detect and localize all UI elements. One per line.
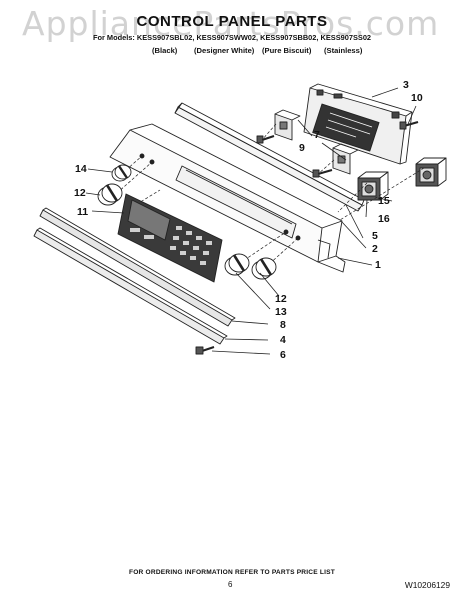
diagram-title: CONTROL PANEL PARTS — [136, 13, 328, 30]
callout-5: 5 — [372, 230, 378, 242]
finish-stainless: (Stainless) — [324, 46, 363, 55]
rear-rail — [174, 102, 365, 212]
callout-3: 3 — [403, 79, 409, 91]
document-id: W10206129 — [404, 580, 450, 590]
infinite-switch-right — [415, 157, 447, 187]
callout-12-lower: 12 — [275, 293, 287, 305]
callout-8: 8 — [280, 319, 286, 331]
electronic-control-board — [303, 83, 413, 165]
callout-13: 13 — [275, 306, 287, 318]
bracket-7-left — [274, 109, 301, 141]
knob-12-lower-right — [251, 257, 277, 280]
model-list: For Models: KESS907SBL02, KESS907SWW02, … — [92, 33, 372, 42]
callout-9: 9 — [299, 142, 305, 154]
screw-6 — [195, 346, 215, 355]
trim-strip-4 — [33, 227, 228, 345]
finish-pure-biscuit: (Pure Biscuit) — [262, 46, 312, 55]
trim-strip-8 — [39, 207, 236, 327]
control-panel — [109, 123, 346, 273]
callout-12-upper: 12 — [74, 187, 86, 199]
knob-12-upper — [97, 183, 123, 206]
callout-leader-lines — [85, 87, 417, 355]
knob-12-lower-left — [224, 253, 250, 276]
finish-black: (Black) — [152, 46, 178, 55]
callout-4: 4 — [280, 334, 286, 346]
screw-10 — [399, 120, 419, 130]
callout-11: 11 — [77, 206, 89, 218]
callout-1: 1 — [375, 259, 381, 271]
callout-16: 16 — [378, 213, 390, 225]
screw-9-right — [312, 169, 333, 178]
callout-15: 15 — [378, 195, 390, 207]
screw-9-left — [256, 135, 275, 144]
finish-designer-white: (Designer White) — [194, 46, 255, 55]
page-number: 6 — [228, 580, 233, 589]
watermark: AppliancePartsPros.com — [22, 4, 440, 43]
callout-6: 6 — [280, 349, 286, 361]
callout-10: 10 — [411, 92, 423, 104]
knob-14 — [111, 164, 132, 182]
touchpad-overlay — [117, 193, 223, 283]
callout-14: 14 — [75, 163, 87, 175]
bracket-7-right — [332, 143, 359, 175]
ordering-note: FOR ORDERING INFORMATION REFER TO PARTS … — [129, 569, 335, 576]
infinite-switch-left — [357, 171, 389, 201]
assembly-guide-lines — [116, 123, 425, 268]
callout-2: 2 — [372, 243, 378, 255]
callout-7: 7 — [314, 129, 320, 141]
